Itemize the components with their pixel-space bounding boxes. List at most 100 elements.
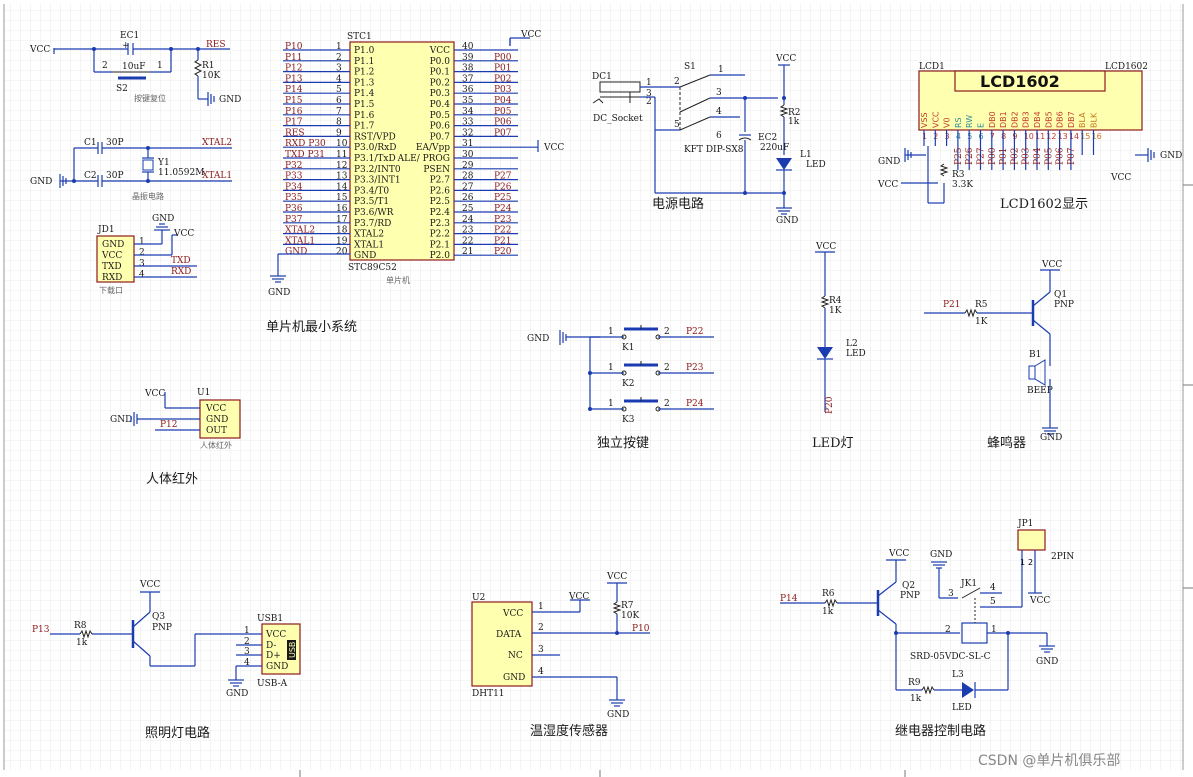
lcd-pin-num: 10 [1024,132,1034,141]
mcu-right-pin-num: 21 [462,247,473,257]
mcu-left-pin-num: 7 [336,107,342,117]
lcd-pin-name: DB5 [1044,111,1053,128]
mcu-left-net: P12 [285,64,303,74]
lcd-pin-net: P03 [1022,147,1032,165]
led-net: P20 [825,396,835,414]
key-pin1: 1 [608,399,614,409]
lcd-pin-num: 15 [1080,132,1090,141]
u1-pin-vcc: VCC [205,404,226,414]
keys-title: 独立按键 [597,436,649,451]
reset-caption: 按键复位 [134,93,166,103]
key-net[interactable]: P24 [686,399,704,409]
lcd-pin-name: DB2 [1010,111,1019,128]
download-caption: 下载口 [99,285,123,295]
s2-ref: S2 [116,84,128,94]
mcu-left-pin-num: 2 [336,53,342,63]
mcu-left-pin-num: 8 [336,118,342,128]
q1-ref: Q1 [1054,290,1067,300]
dc1-part: DC_Socket [593,114,643,124]
relay-gnd2: GND [1036,657,1058,667]
relay-vcc: VCC [888,549,909,559]
l2-ref: L2 [846,339,858,349]
mcu-right-pin-num: 39 [462,53,474,63]
dht-gnd: GND [607,710,629,720]
mcu-right-net: P24 [494,204,512,214]
mcu-right-pin-num: 26 [462,193,474,203]
lcd-pin-name: VCC [931,111,940,128]
mcu-left-net: XTAL1 [285,236,315,246]
mcu-right-pin-name: VCC [429,46,450,56]
mcu-right-pin-num: 37 [462,74,474,84]
jd1-pin2-name: VCC [101,251,122,261]
mcu-left-pin-name: P3.3/INT1 [354,176,401,186]
pir-title: 人体红外 [146,471,198,487]
usb-pin-dm: D- [266,641,276,651]
mcu-right-pin-num: 32 [462,128,473,138]
lcd-vcc2: VCC [1110,173,1131,183]
lcd-pin-name: RS [954,117,963,128]
mcu-left-pin-num: 10 [336,139,348,149]
mcu-right-net: P23 [494,215,512,225]
lcd-pin-name: BLA [1078,112,1087,128]
mcu-left-pin-num: 6 [336,96,342,106]
key-net[interactable]: P23 [686,363,704,373]
r7-ref: R7 [621,601,634,611]
mcu-left-pin-name: P3.1/TxD [354,154,396,164]
mcu-right-pin-name: P2.1 [430,240,450,250]
jk1-pin3: 3 [948,589,954,599]
mcu-label: 单片机 [386,275,410,285]
s1-pin2: 2 [674,77,680,87]
mcu-left-pin-name: P3.0/RxD [354,143,396,153]
jd1-pin2-num: 2 [139,248,145,258]
lcd-gnd: GND [878,157,900,167]
jk1-pin5: 5 [990,597,996,607]
s1-ref: S1 [684,62,696,72]
mcu-gnd: GND [268,288,290,298]
key-net[interactable]: P22 [686,327,704,337]
dc1-pin1: 1 [646,78,652,88]
l3-ref: L3 [952,670,964,680]
lcd-title: LCD1602显示 [1000,197,1088,212]
led-title: LED灯 [812,436,854,451]
light-net: P13 [32,625,50,635]
usb-pin-gnd: GND [266,662,288,672]
relay-net: P14 [780,594,798,604]
mcu-right-net: P06 [494,118,512,128]
dht-pin-nc: NC [508,651,523,661]
mcu-left-net: P15 [285,96,303,106]
lcd-pin-name: E [977,123,986,128]
mcu-right-net: P27 [494,172,512,182]
mcu-right-pin-name: P0.3 [430,89,451,99]
dc1-pin3: 3 [646,89,652,99]
mcu-left-net: P10 [285,42,303,52]
buzzer-title: 蜂鸣器 [987,435,1026,451]
lcd-pin-num: 14 [1069,132,1079,141]
mcu-right-pin-num: 35 [462,96,474,106]
mcu-left-net: P13 [285,74,303,84]
mcu-right-pin-num: 33 [462,118,474,128]
key-pin2: 2 [664,399,670,409]
u1-pin-gnd: GND [206,415,228,425]
mcu-right-net: P00 [494,53,512,63]
mcu-left-pin-name: P1.7 [354,122,375,132]
jd1-pin4-name: RXD [102,273,122,283]
pir-net: P12 [160,420,178,430]
lcd-pin-net: P05 [1044,147,1054,165]
mcu-left-pin-name: P1.0 [354,46,375,56]
s1-pin3: 3 [716,88,722,98]
dht-part: DHT11 [472,689,505,699]
lcd-pin-name: RW [965,115,974,128]
mcu-right-pin-num: 23 [462,226,474,236]
c2-ref: C2 [84,171,97,181]
buzzer-gnd: GND [1040,433,1062,443]
pir-caption: 人体红外 [200,440,232,450]
mcu-left-net: XTAL2 [285,226,315,236]
lcd-pin-name: DB3 [1022,111,1031,128]
ec2-ref: EC2 [758,133,777,143]
mcu-ref: STC1 [347,32,372,42]
key-pin2: 2 [664,363,670,373]
mcu-left-pin-name: P3.5/T1 [354,197,389,207]
usb-pin4-num: 4 [244,658,250,668]
